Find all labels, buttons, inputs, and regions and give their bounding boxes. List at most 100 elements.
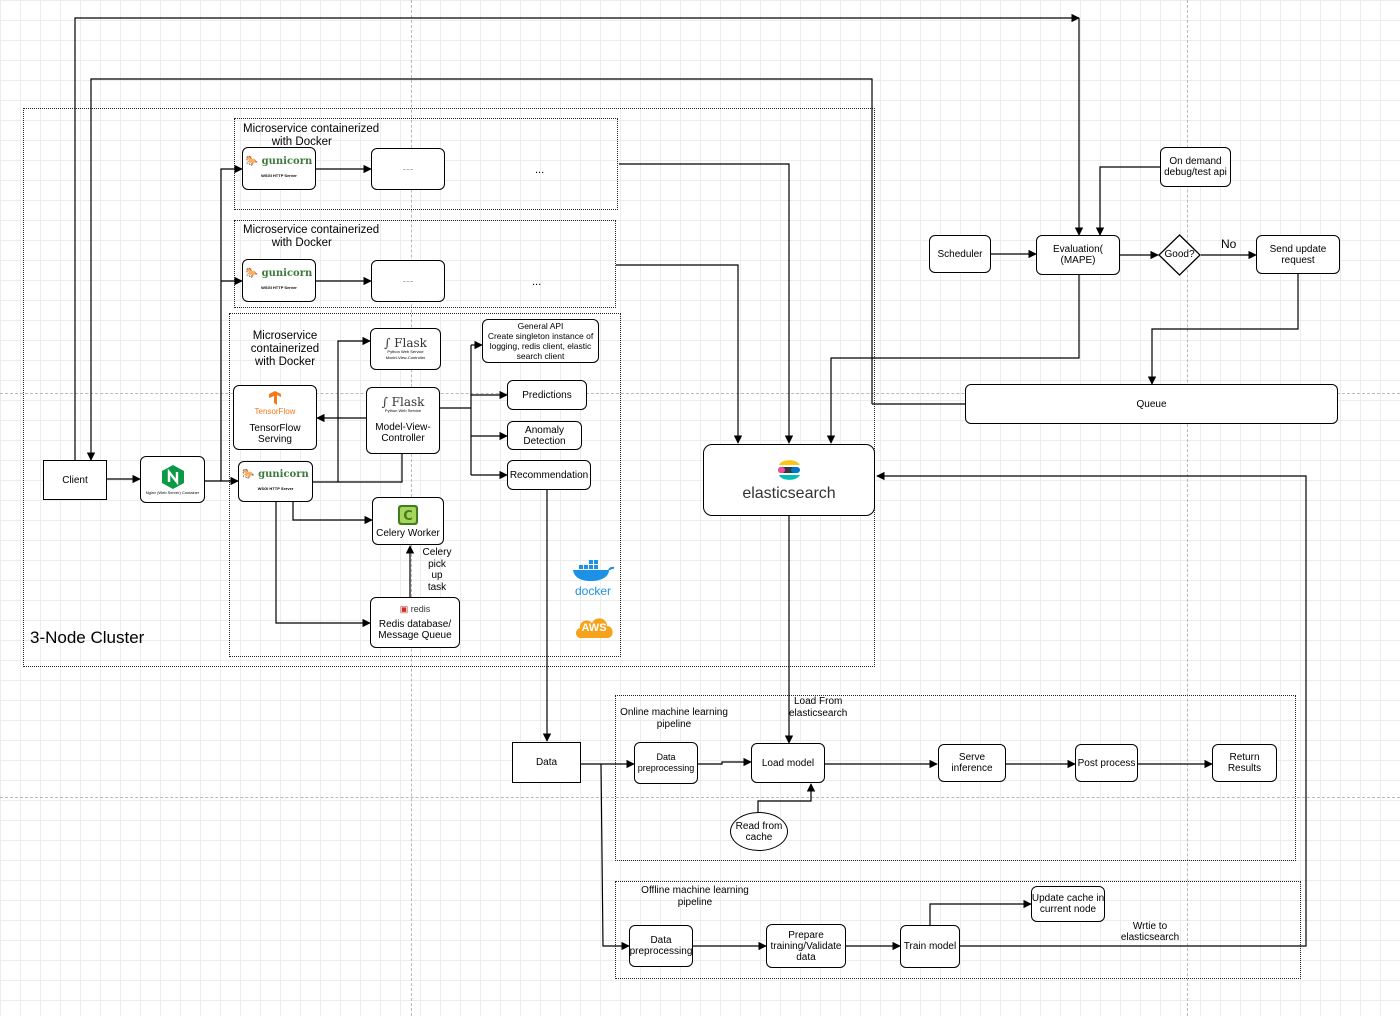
- placeholder-service-1[interactable]: ........: [371, 148, 445, 190]
- microservice-3-title: Microservice containerized with Docker: [250, 330, 320, 368]
- connector: [757, 783, 816, 813]
- connector: [337, 336, 371, 482]
- connector: [1147, 274, 1299, 385]
- predictions-box[interactable]: Predictions: [507, 380, 587, 410]
- elasticsearch-label: elasticsearch: [742, 485, 836, 502]
- ellipsis-2: ...: [532, 276, 542, 288]
- online-preprocessing-label: Data preprocessing: [637, 752, 695, 773]
- connector: [929, 899, 1032, 925]
- gunicorn-name-2: gunicorn: [261, 268, 313, 279]
- send-update-box[interactable]: Send update request: [1256, 235, 1340, 274]
- recommendation-label: Recommendation: [509, 469, 589, 481]
- return-label: Return Results: [1227, 752, 1262, 774]
- flask-main-name: Flask: [391, 395, 425, 409]
- no-label: No: [1221, 237, 1237, 251]
- connector: [292, 502, 373, 525]
- evaluation-box[interactable]: Evaluation( (MAPE): [1036, 235, 1120, 275]
- evaluation-label: Evaluation( (MAPE): [1052, 244, 1104, 266]
- on-demand-api-box[interactable]: On demand debug/test api: [1160, 147, 1231, 187]
- return-results-box[interactable]: Return Results: [1212, 744, 1277, 782]
- data-label: Data: [535, 757, 558, 768]
- cluster-container: [23, 108, 875, 667]
- gunicorn-logo-1: 🐎 gunicorn: [245, 156, 313, 167]
- client-label: Client: [62, 474, 88, 486]
- connector: [600, 763, 630, 951]
- read-cache-node[interactable]: Read from cache: [730, 812, 788, 851]
- redis-logo: ▣ redis: [399, 604, 431, 614]
- scheduler-box[interactable]: Scheduler: [929, 235, 991, 273]
- placeholder-2-label: ........: [402, 277, 414, 284]
- flask-small-logo: ∫ Flask: [384, 335, 427, 350]
- train-model-box[interactable]: Train model: [900, 925, 960, 968]
- placeholder-1-label: ........: [402, 165, 414, 172]
- data-box[interactable]: Data: [512, 742, 581, 783]
- microservice-1-container: [234, 118, 618, 210]
- load-model-box[interactable]: Load model: [751, 743, 825, 783]
- serve-inference-box[interactable]: Serve inference: [938, 744, 1006, 782]
- aws-text: AWS: [581, 622, 607, 634]
- svg-text:C: C: [403, 509, 413, 524]
- online-preprocessing-box[interactable]: Data preprocessing: [634, 742, 698, 784]
- online-pipeline-title: Online machine learning pipeline: [620, 707, 728, 730]
- docker-text: docker: [574, 584, 612, 598]
- tensorflow-brand: TensorFlow: [254, 407, 296, 416]
- offline-pipeline-title: Offline machine learning pipeline: [641, 885, 749, 908]
- update-cache-box[interactable]: Update cache in current node: [1031, 886, 1105, 922]
- tensorflow-serving-box[interactable]: TensorFlow TensorFlow Serving: [233, 385, 317, 450]
- load-from-es-label: Load From elasticsearch: [789, 696, 848, 719]
- gunicorn-logo-3: 🐎 gunicorn: [242, 469, 309, 480]
- elasticsearch-icon: [778, 460, 800, 480]
- flask-main-sub: Python Web Service: [384, 408, 422, 413]
- aws-logo: AWS: [573, 614, 615, 640]
- connector: [1095, 166, 1160, 236]
- flask-mvc-box[interactable]: ∫ Flask Python Web Service Model-View- C…: [366, 387, 440, 454]
- elasticsearch-box[interactable]: elasticsearch: [703, 444, 875, 516]
- aws-cloud-icon: [575, 618, 613, 638]
- flask-small-sub2: Model-View-Controller: [385, 354, 426, 360]
- queue-label: Queue: [1136, 398, 1167, 410]
- scheduler-label: Scheduler: [937, 248, 983, 260]
- general-api-box[interactable]: General API Create singleton instance of…: [482, 319, 599, 363]
- microservice-1-title: Microservice containerized with Docker: [243, 123, 380, 148]
- cluster-title: 3-Node Cluster: [30, 628, 145, 647]
- predictions-label: Predictions: [522, 389, 572, 401]
- ellipsis-1: ...: [535, 164, 545, 176]
- train-label: Train model: [903, 941, 957, 952]
- decision-diamond-icon: [1158, 234, 1201, 276]
- recommendation-box[interactable]: Recommendation: [507, 460, 591, 490]
- connector: [616, 264, 743, 444]
- connector: [826, 275, 1080, 444]
- gunicorn-sub-2: WSGI HTTP Server: [261, 285, 297, 290]
- gunicorn-server-3[interactable]: 🐎 gunicorn WSGI HTTP Server: [238, 461, 313, 502]
- flask-main-logo: ∫ Flask: [381, 395, 425, 409]
- celery-worker-box[interactable]: C Celery Worker: [372, 497, 444, 545]
- anomaly-label: Anomaly Detection: [523, 424, 566, 447]
- gunicorn-server-1[interactable]: 🐎 gunicorn WSGI HTTP Server: [242, 147, 316, 190]
- client-box[interactable]: Client: [43, 460, 107, 500]
- update-cache-label: Update cache in current node: [1031, 893, 1105, 915]
- gunicorn-logo-2: 🐎 gunicorn: [245, 268, 313, 279]
- prepare-label: Prepare training/Validate data: [770, 929, 842, 963]
- queue-box[interactable]: Queue: [965, 384, 1338, 424]
- connector: [698, 757, 752, 767]
- gunicorn-server-2[interactable]: 🐎 gunicorn WSGI HTTP Server: [242, 259, 316, 302]
- post-process-box[interactable]: Post process: [1075, 744, 1138, 782]
- prepare-data-box[interactable]: Prepare training/Validate data: [766, 924, 846, 968]
- connector: [313, 441, 407, 483]
- flask-main-label: Model-View- Controller: [375, 422, 431, 444]
- nginx-box[interactable]: Nginx (Web Server) Container: [140, 456, 205, 503]
- flask-small-box[interactable]: ∫ Flask Python Web Service Model-View-Co…: [370, 328, 441, 370]
- online-pipeline-container: [615, 695, 1296, 861]
- offline-pipeline-container: [615, 881, 1301, 979]
- offline-preprocessing-box[interactable]: Data preprocessing: [629, 925, 693, 967]
- placeholder-service-2[interactable]: ........: [371, 260, 445, 302]
- celery-note: Celery pick up task: [422, 547, 452, 593]
- connector: [86, 78, 873, 461]
- flask-small-sub1: Python Web Service: [387, 348, 424, 354]
- on-demand-label: On demand debug/test api: [1164, 156, 1227, 178]
- anomaly-detection-box[interactable]: Anomaly Detection: [507, 421, 582, 450]
- good-decision[interactable]: Good?: [1158, 234, 1201, 276]
- redis-label: Redis database/ Message Queue: [378, 619, 452, 641]
- nginx-caption: Nginx (Web Server) Container: [145, 489, 200, 495]
- redis-box[interactable]: ▣ redis Redis database/ Message Queue: [370, 597, 460, 648]
